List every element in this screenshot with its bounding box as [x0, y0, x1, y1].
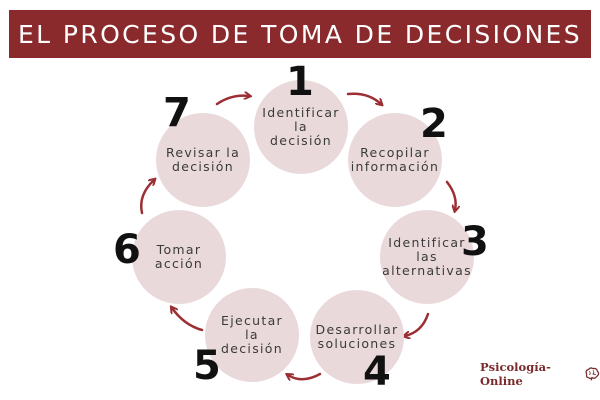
arrow-5-to-6 — [172, 308, 204, 332]
step-7-label: Revisar la decisión — [165, 145, 241, 174]
title-banner: EL PROCESO DE TOMA DE DECISIONES — [9, 10, 591, 58]
arrow-6-to-7 — [140, 180, 154, 215]
step-2-number: 2 — [420, 101, 448, 147]
step-1-label: Identificar la decisión — [262, 105, 340, 148]
step-6-label: Tomar acción — [154, 242, 204, 271]
step-4-label: Desarrollar soluciones — [315, 322, 399, 351]
arrow-2-to-3 — [445, 180, 456, 210]
arrow-3-to-4 — [405, 312, 430, 336]
step-5-number: 5 — [193, 343, 221, 389]
step-2-label: Recopilar información — [350, 145, 440, 174]
step-3-circle: Identificar las alternativas — [380, 210, 474, 304]
psicologia-online-logo: Psicología-Online — [480, 360, 600, 388]
arrow-4-to-5 — [288, 372, 322, 379]
step-2-circle: Recopilar información — [348, 113, 442, 207]
step-1-circle: Identificar la decisión — [254, 80, 348, 174]
step-5-label: Ejecutar la decisión — [221, 313, 283, 356]
step-4-circle: Desarrollar soluciones — [310, 290, 404, 384]
step-6-circle: Tomar acción — [132, 210, 226, 304]
step-7-circle: Revisar la decisión — [156, 113, 250, 207]
step-4-number: 4 — [363, 349, 391, 395]
step-3-label: Identificar las alternativas — [382, 235, 472, 278]
step-1-number: 1 — [286, 59, 314, 105]
brain-icon — [585, 367, 600, 381]
page-title: EL PROCESO DE TOMA DE DECISIONES — [17, 19, 583, 49]
logo-text: Psicología-Online — [480, 360, 551, 388]
arrow-7-to-1 — [215, 96, 249, 106]
step-6-number: 6 — [113, 227, 141, 273]
arrow-1-to-2 — [346, 92, 381, 104]
step-5-circle: Ejecutar la decisión — [205, 288, 299, 382]
step-3-number: 3 — [461, 219, 489, 265]
step-7-number: 7 — [163, 90, 191, 136]
